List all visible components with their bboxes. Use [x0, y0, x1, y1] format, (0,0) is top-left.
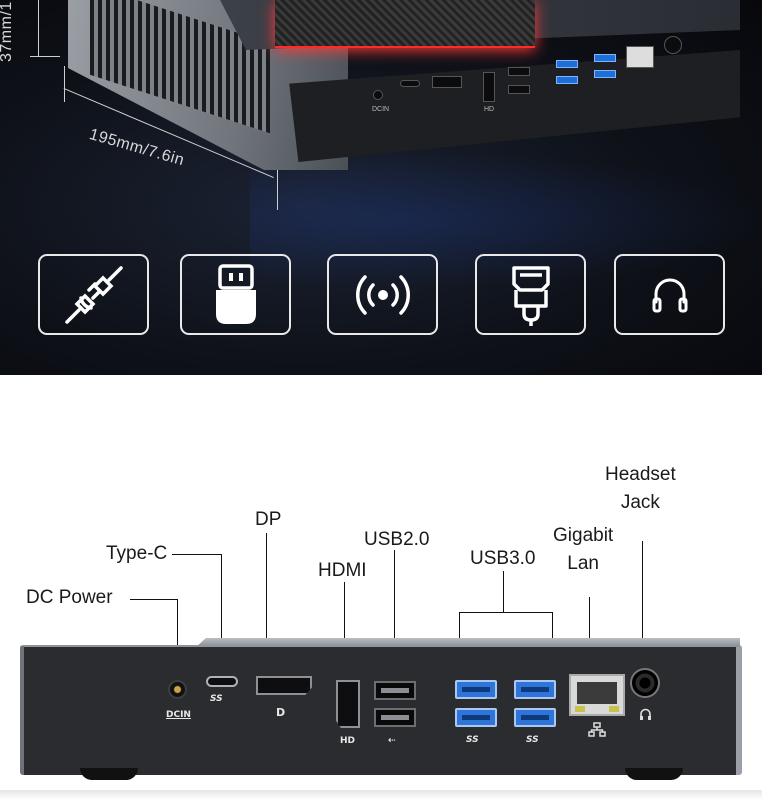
headphones-icon	[652, 278, 687, 312]
power-plug-icon	[64, 265, 123, 324]
headset-leader	[642, 541, 643, 669]
mini-hdmi-port	[483, 72, 495, 102]
headset-jack-line1: Headset	[605, 464, 676, 485]
hdmi-plug-icon	[511, 265, 550, 326]
network-icon	[588, 722, 606, 737]
dc-power-leader-v	[177, 599, 178, 687]
hdmi-leader	[344, 582, 345, 677]
device-top-lip	[195, 638, 740, 648]
gigabit-lan-line2: Lan	[567, 553, 599, 574]
type-c-ss-mark: SS	[210, 694, 223, 704]
mini-dp-port	[432, 76, 462, 88]
type-c-port	[206, 676, 238, 687]
hdmi-label: HDMI	[318, 560, 367, 581]
mini-audio-jack	[664, 36, 682, 54]
gigabit-lan-label: Gigabit Lan	[553, 522, 613, 578]
lan-leader	[589, 597, 590, 675]
mini-usb3-port	[594, 54, 616, 62]
type-c-leader-v	[221, 554, 222, 674]
usb30-label: USB3.0	[470, 548, 536, 569]
usb-trident-icon: ⇠	[388, 736, 396, 746]
ethernet-port	[569, 674, 625, 716]
feature-usb-box	[180, 254, 291, 335]
height-dimension-tick	[30, 56, 60, 57]
usb30-ss-mark-left: SS	[466, 735, 479, 745]
hdmi-port	[336, 680, 360, 728]
dp-mark: D	[276, 706, 286, 719]
usb-plug-icon	[215, 263, 256, 324]
ethernet-port-socket	[577, 682, 617, 704]
usb30-port-4	[514, 708, 556, 727]
usb20-label: USB2.0	[364, 529, 430, 550]
mini-usb2-port	[508, 67, 530, 76]
mini-usb2-port	[508, 85, 530, 94]
headset-jack-line2: Jack	[620, 492, 660, 513]
mini-usb3-port	[556, 76, 578, 84]
headset-jack-port	[630, 668, 660, 698]
floor-reflection	[0, 790, 762, 800]
usb30-leader-bar	[459, 612, 553, 613]
mini-dc-port	[373, 90, 383, 100]
ethernet-led-right	[609, 706, 619, 712]
dc-power-label: DC Power	[26, 587, 113, 608]
background-glow	[250, 150, 762, 290]
gigabit-lan-line1: Gigabit	[553, 525, 614, 546]
width-dimension-tick-left	[64, 66, 65, 102]
headset-jack-label: Headset Jack	[605, 461, 676, 517]
feature-hdmi-box	[475, 254, 586, 335]
dp-label: DP	[255, 509, 282, 530]
dc-power-leader-h	[130, 599, 178, 600]
product-hero-panel: 37mm/1 195mm/7.6in DCIN HD	[0, 0, 762, 375]
mini-dcin-mark: DCIN	[372, 106, 390, 113]
usb30-port-1	[455, 680, 497, 699]
height-dimension-label: 37mm/1	[0, 1, 15, 62]
type-c-label: Type-C	[106, 543, 168, 564]
usb30-port-3	[514, 680, 556, 699]
carbon-fiber-panel	[275, 0, 535, 48]
usb20-leader	[394, 550, 395, 677]
wireless-signal-icon	[355, 274, 410, 315]
mini-usb3-port	[594, 70, 616, 78]
mini-typec-port	[400, 80, 420, 87]
rubber-foot-right	[625, 768, 683, 780]
rubber-foot-left	[80, 768, 138, 780]
mini-hd-mark: HD	[484, 106, 495, 113]
mini-pc-image: DCIN HD	[60, 0, 740, 170]
headphone-mark-icon	[640, 708, 651, 720]
displayport-port	[256, 676, 312, 695]
feature-audio-box	[614, 254, 725, 335]
mini-usb3-port	[556, 60, 578, 68]
mini-lan-port	[626, 46, 654, 68]
ethernet-led-left	[575, 706, 585, 712]
height-dimension-line	[38, 0, 39, 56]
dcin-mark: DCIN	[166, 710, 191, 720]
dc-power-port	[168, 680, 187, 699]
feature-power-box	[38, 254, 149, 335]
usb30-port-2	[455, 708, 497, 727]
usb30-leader-stem	[503, 571, 504, 613]
feature-wifi-box	[327, 254, 438, 335]
dp-leader	[266, 533, 267, 675]
usb20-port-2	[374, 708, 416, 727]
usb30-ss-mark-right: SS	[526, 735, 539, 745]
type-c-leader-h	[172, 554, 222, 555]
width-dimension-tick-right	[277, 170, 278, 210]
hdmi-hd-mark: HD	[340, 736, 356, 746]
usb20-port-1	[374, 681, 416, 700]
